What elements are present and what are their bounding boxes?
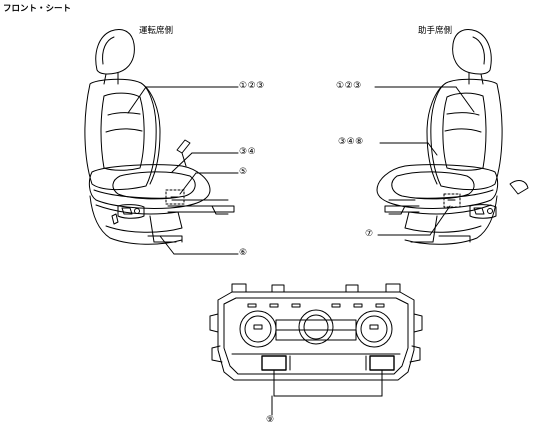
callout-driver-3-4: ③④ xyxy=(239,147,257,157)
callout-passenger-3-4-8: ③④⑧ xyxy=(338,137,364,147)
section-title: フロント・シート xyxy=(3,4,72,14)
console-leader-lines xyxy=(271,369,383,416)
callout-driver-5: ⑤ xyxy=(239,167,248,177)
driver-seat-illustration xyxy=(84,29,235,245)
passenger-leader-lines xyxy=(374,86,475,236)
callout-passenger-1-2-3: ①②③ xyxy=(336,81,362,91)
driver-seat-label: 運転席側 xyxy=(139,26,174,36)
callout-passenger-7: ⑦ xyxy=(365,229,374,239)
passenger-seat-label: 助手席側 xyxy=(418,26,453,36)
callout-driver-1-2-3: ①②③ xyxy=(239,81,265,91)
callout-driver-6: ⑥ xyxy=(239,248,248,258)
climate-control-panel-illustration xyxy=(209,283,423,381)
callout-console-9: ⑨ xyxy=(266,415,275,425)
driver-leader-lines xyxy=(127,86,239,255)
passenger-seat-illustration xyxy=(376,29,529,245)
